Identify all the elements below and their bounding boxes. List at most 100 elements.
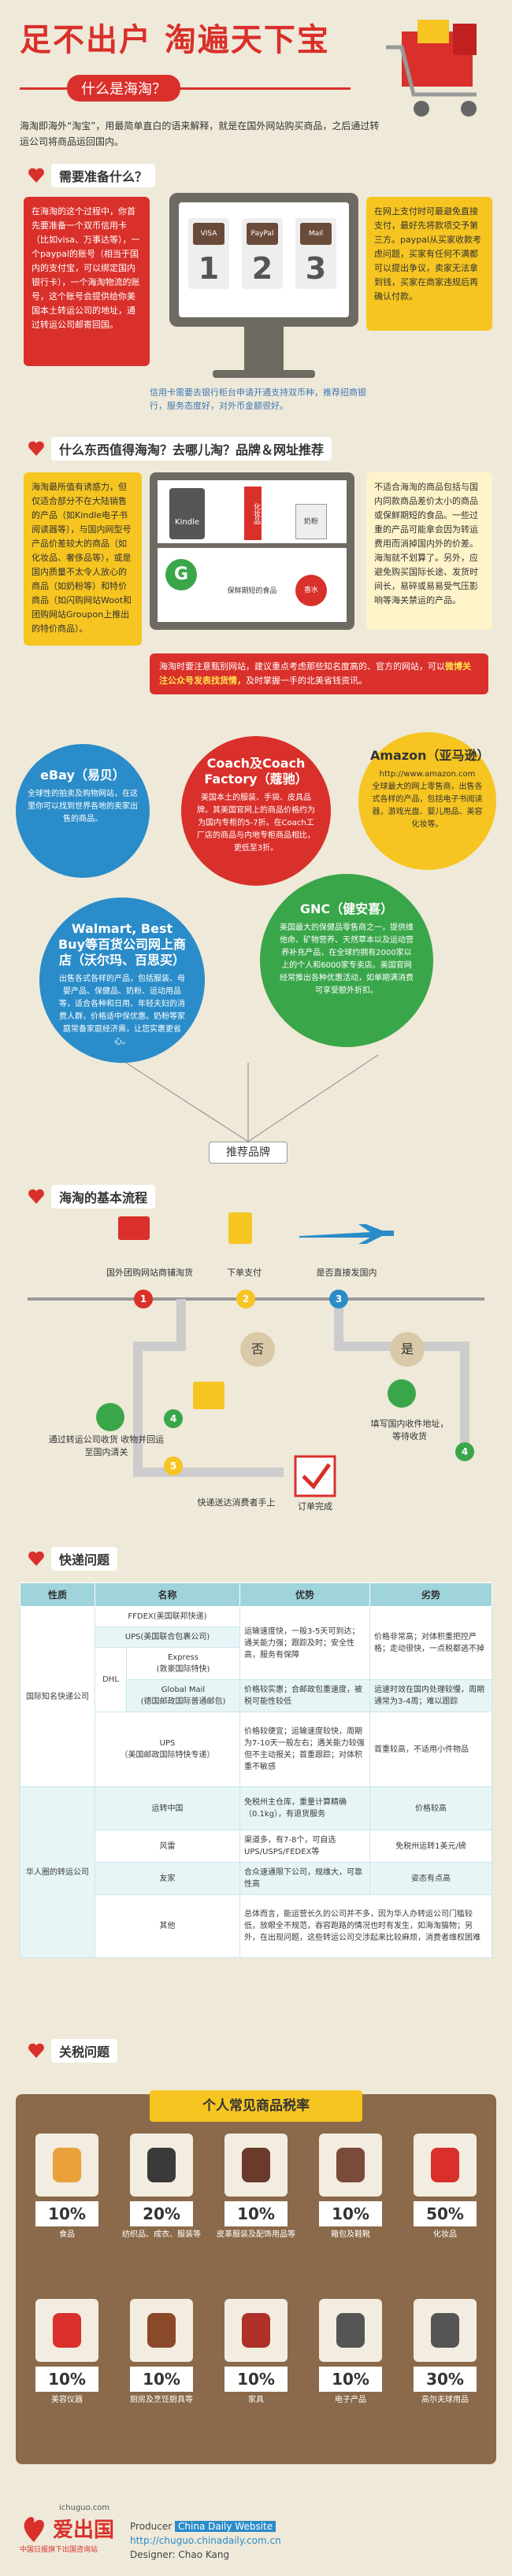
g-logo-icon: G [165,559,197,590]
tax-label: 厨房及烹饪厨具等 [130,2396,193,2404]
tax-item: 10% 厨房及烹饪厨具等 [122,2299,201,2406]
kindle-icon: Kindle [169,488,205,539]
section-prepare-head: 需要准备什么？ [28,164,156,187]
tax-label: 家具 [248,2396,264,2404]
tax-item: 30% 高尔夫球用品 [406,2299,484,2406]
tax-panel-title: 个人常见商品税率 [150,2090,362,2122]
intro-text: 海淘即海外“淘宝”，用最简单直白的语来解释，就是在国外网站购买商品，之后通过转运… [20,120,380,147]
brand-gnc: GNC（健安喜） 美国最大的保健品零售商之一，提供维他命、矿物营养、天然草本以及… [260,874,433,1047]
tax-item: 10% 食品 [28,2134,106,2241]
tax-item: 10% 皮革服装及配饰用品等 [217,2134,295,2241]
col-adv: 优势 [239,1582,370,1607]
tax-rate: 10% [224,2201,288,2226]
not-worth-right-box: 不适合海淘的商品包括与国内同款商品差价太小的商品或保鲜期短的食品。一些过重的产品… [366,472,492,630]
cookware-icon [130,2299,193,2362]
flow-step-3: 3 [329,1290,348,1308]
tax-rate: 10% [35,2201,98,2226]
subtitle: 什么是海淘？ [67,75,180,102]
section-tax-head: 关税问题 [28,2039,118,2063]
sofa-icon [224,2299,288,2362]
section-title: 关税问题 [51,2039,118,2063]
mail-icon: Mail [300,223,332,245]
website-tip: 海淘时要注意甄别网站，建议重点考虑那些知名度高的、官方的网站，可以微博关注公众号… [150,653,488,694]
prepare-left-box: 在海淘的这个过程中，你首先要准备一个双币信用卡（比如visa、万事达等），一个p… [24,197,150,366]
heart-icon [28,441,44,456]
page-title: 足不出户 淘遍天下宝 [20,22,330,58]
section-shipping-head: 快递问题 [28,1547,118,1571]
tax-rate: 10% [130,2367,193,2392]
producer-name: China Daily Website [175,2521,276,2532]
brand-walmart: Walmart, Best Buy等百货公司网上商店（沃尔玛、百思买） 出售各式… [39,898,205,1063]
cosmetics-icon: 化妆品 [244,487,262,540]
section-title: 需要准备什么？ [51,164,156,187]
flow-label-5: 快递送达消费者手上 [197,1497,276,1508]
section-flow-head: 海淘的基本流程 [28,1185,156,1208]
logo: ichuguo.com 爱出国 中国日报旗下出国咨询站 [20,2504,115,2554]
shopping-cart-icon [386,20,477,117]
tax-label: 箱包及鞋靴 [331,2230,370,2239]
tax-item: 20% 纺织品、成衣、服装等 [122,2134,201,2241]
col-dis: 劣势 [369,1582,492,1607]
table-row: FFDEX(美国联邦快递) [95,1606,240,1627]
flow-label-3: 是否直接发国内 [316,1268,377,1278]
flow-label-2: 下单支付 [227,1268,262,1278]
branch-yes: 是 [390,1332,425,1367]
credits: Producer China Daily Website http://chug… [130,2521,281,2560]
tax-label: 皮革服装及配饰用品等 [217,2230,295,2239]
jacket-icon [224,2134,288,2197]
flow-step-4b: 4 [455,1442,474,1461]
flow-step-4a: 4 [164,1409,183,1428]
heart-icon [28,1551,44,1566]
section-what-head: 什么东西值得海淘？去哪儿淘？品牌＆网址推荐 [28,437,332,461]
brand-ebay: eBay（易贝） 全球性的拍卖及购物网站，在这里你可以找到世界各地的卖家出售的商… [16,744,150,878]
tax-label: 高尔夫球用品 [421,2396,469,2404]
table-row: 其他 [95,1894,240,1958]
phone-icon [319,2299,382,2362]
tax-item: 10% 家具 [217,2299,295,2406]
dhl-label: DHL [95,1647,127,1712]
table-row: Express (敦豪国际特快) [126,1647,240,1680]
heart-icon [28,1189,44,1204]
tax-label: 电子产品 [335,2396,366,2404]
tax-rate: 30% [414,2367,477,2392]
perfume-icon: 香水 [295,575,327,606]
section-title: 什么东西值得海淘？去哪儿淘？品牌＆网址推荐 [51,437,332,461]
branch-no: 否 [240,1332,275,1367]
tax-label: 纺织品、成衣、服装等 [122,2230,201,2239]
col-name: 名称 [95,1582,240,1607]
visa-card-icon: VISA [193,223,224,245]
credit-card-note: 信用卡需要去银行柜台申请开通支持双币种，推荐招商银行，服务态度好，对外币金额很好… [150,387,366,411]
flow-step-2: 2 [236,1290,255,1308]
burger-icon [35,2134,98,2197]
table-row: UPS （美国邮政国际特快专递） [95,1712,240,1787]
tax-label: 化妆品 [433,2230,457,2239]
group-cn: 华人圈的转运公司 [20,1786,95,1958]
tax-item: 50%化妆品 [406,2134,484,2241]
brand-amazon: Amazon（亚马逊） http://www.amazon.com 全球最大的网… [358,732,496,870]
tax-rate: 10% [35,2367,98,2392]
table-row: 运转中国 [95,1786,240,1830]
paypal-icon: PayPal [247,223,278,245]
tax-item: 10%美容仪器 [28,2299,106,2406]
tax-rate: 10% [224,2367,288,2392]
tax-rate: 20% [130,2201,193,2226]
tax-label: 食品 [59,2230,75,2239]
col-type: 性质 [20,1582,95,1607]
producer-url[interactable]: http://chuguo.chinadaily.com.cn [130,2535,281,2546]
tax-item: 10% 箱包及鞋靴 [311,2134,390,2241]
section-title: 海淘的基本流程 [51,1185,156,1208]
flow-step-1: 1 [134,1290,153,1308]
group-intl: 国际知名快递公司 [20,1606,95,1787]
prepare-right-box: 在网上支付时可最避免直接支付，最好先将款项交予第三方。paypal从买家收款考虑… [366,197,492,331]
table-row: 友家 [95,1862,240,1895]
heart-icon [28,2043,44,2058]
worth-left-box: 海淘最所值有诱惑力，但仅适合部分不在大陆销售的产品（如Kindle电子书阅读器等… [24,472,142,646]
tax-rate: 10% [319,2201,382,2226]
bag-icon [319,2134,382,2197]
golf-icon [414,2299,477,2362]
milk-powder-icon: 奶粉 [295,504,327,539]
flow-label-1: 国外团购网站商铺淘货 [106,1268,193,1278]
shelf-illustration: Kindle 化妆品 奶粉 G 保鲜期短的食品 香水 [150,472,354,630]
shipping-table: 性质 名称 优势 劣势 国际知名快递公司 FFDEX(美国联邦快递) 运输速度快… [20,1582,492,1958]
subtitle-bar: 什么是海淘？ [20,75,351,102]
